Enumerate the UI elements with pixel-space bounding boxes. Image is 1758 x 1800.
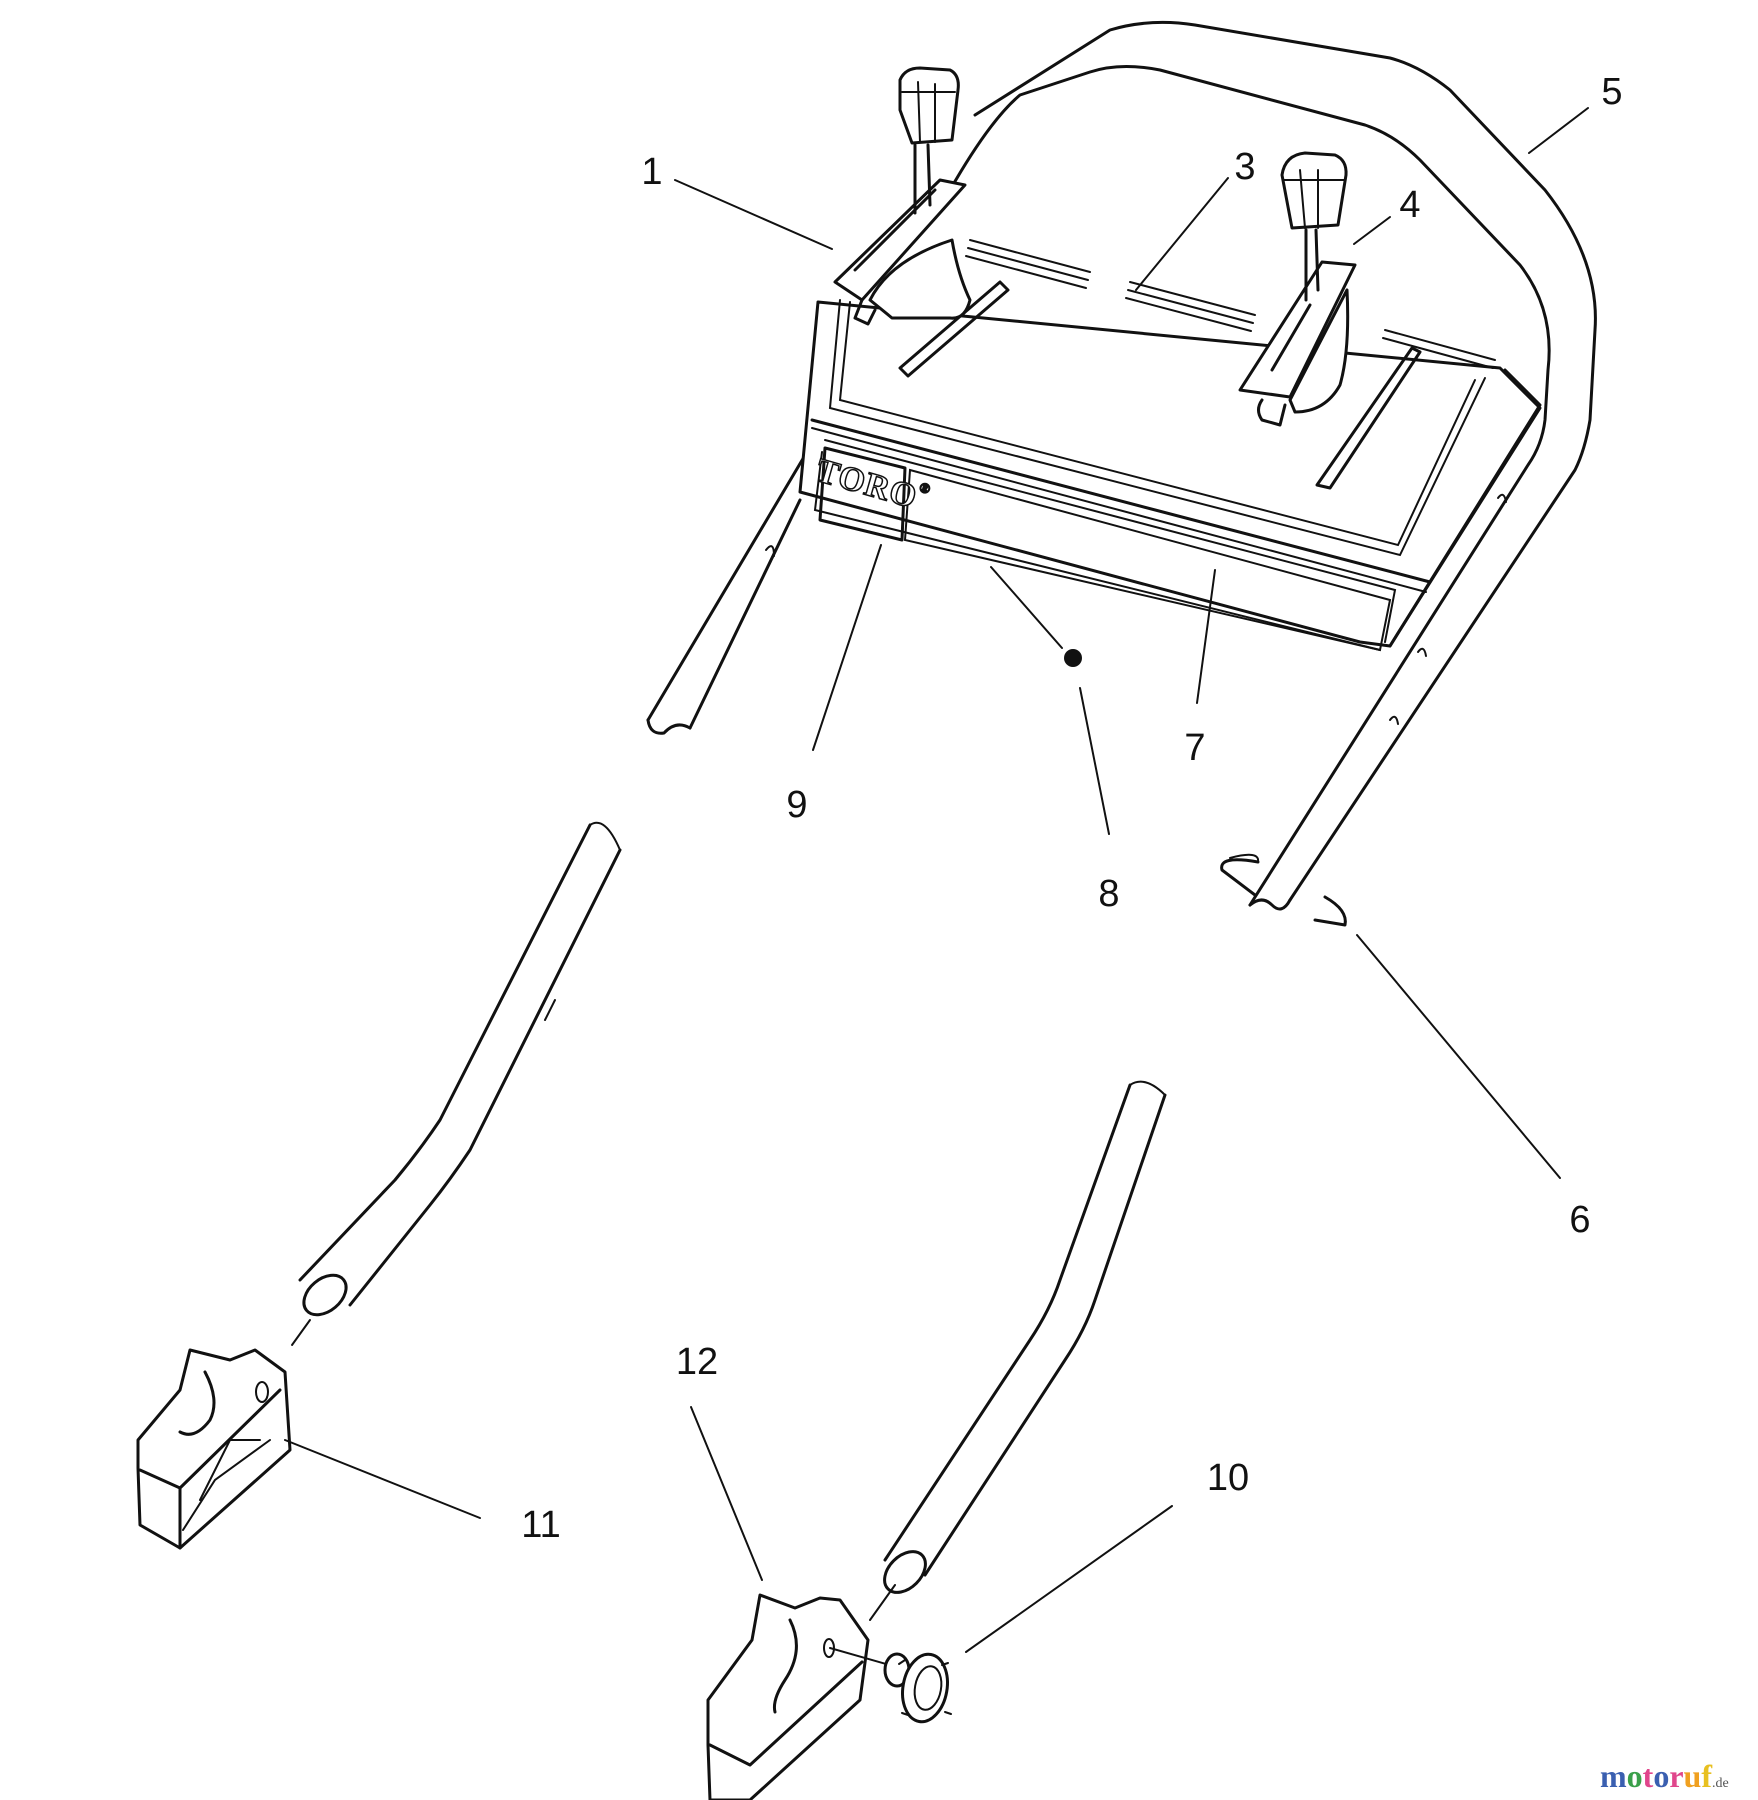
wm-letter: t (1642, 1758, 1654, 1794)
callout-10: 10 (1206, 1457, 1250, 1499)
motoruf-watermark: motoruf.de (1600, 1758, 1729, 1795)
callout-12: 12 (675, 1341, 719, 1383)
panel-housing (798, 239, 1542, 652)
wm-tld: .de (1711, 1776, 1729, 1791)
screw (990, 566, 1082, 667)
callout-3: 3 (1234, 146, 1256, 188)
knob (883, 1652, 952, 1724)
lower-left-tube (291, 821, 622, 1346)
wm-letter: o (1653, 1758, 1670, 1794)
left-lever (833, 66, 972, 326)
hairpin-clips (1220, 853, 1347, 927)
callout-6: 6 (1569, 1199, 1591, 1241)
wm-letter: r (1669, 1758, 1684, 1794)
lower-right-tube (869, 1080, 1167, 1621)
callout-11: 11 (521, 1504, 561, 1546)
wm-letter: m (1600, 1758, 1627, 1794)
callout-7: 7 (1184, 727, 1206, 769)
callout-5: 5 (1601, 71, 1623, 113)
right-bracket (706, 1593, 901, 1800)
wm-letter: u (1683, 1758, 1702, 1794)
left-upper-tube (646, 428, 822, 735)
wm-letter: o (1626, 1758, 1643, 1794)
callout-8: 8 (1098, 873, 1120, 915)
right-lever (1238, 151, 1357, 427)
wm-letter: f (1701, 1758, 1712, 1794)
leader-lines (284, 107, 1589, 1653)
callout-9: 9 (786, 784, 808, 826)
callout-4: 4 (1399, 184, 1421, 226)
left-bracket (136, 1348, 292, 1550)
callout-1: 1 (641, 151, 663, 193)
